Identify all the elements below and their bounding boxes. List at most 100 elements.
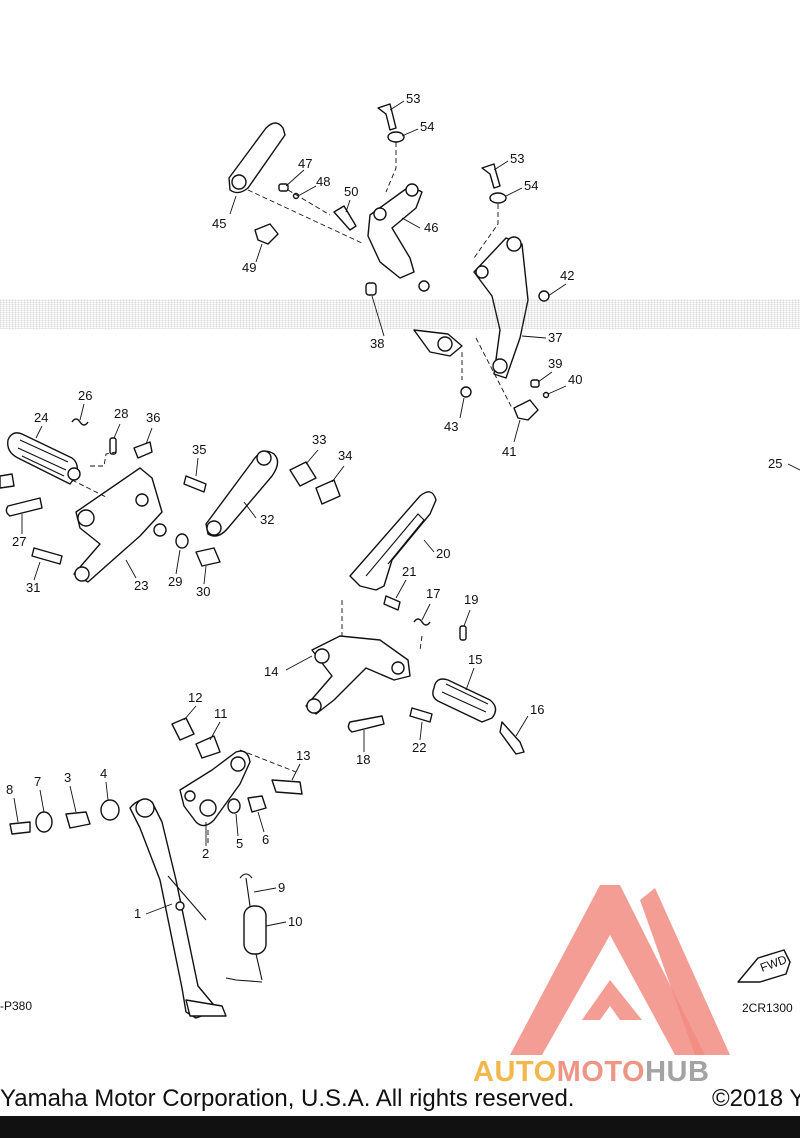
callout-48: 48 <box>316 174 330 189</box>
spring-26 <box>71 418 89 426</box>
bottom-bar <box>0 1116 800 1138</box>
nut-43 <box>460 386 472 398</box>
callout-20: 20 <box>436 546 450 561</box>
callout-54-a: 54 <box>420 119 434 134</box>
washer-4 <box>100 799 120 821</box>
callout-45: 45 <box>212 216 226 231</box>
fwd-arrow-icon <box>737 949 791 983</box>
collar-30 <box>195 547 221 567</box>
callout-37: 37 <box>548 330 562 345</box>
bolt-53-b <box>481 163 501 189</box>
bolt-53-a <box>377 103 397 131</box>
callout-42: 42 <box>560 268 574 283</box>
nut-6 <box>247 795 267 813</box>
nut-near-46 <box>418 280 430 292</box>
callout-32: 32 <box>260 512 274 527</box>
callout-30: 30 <box>196 584 210 599</box>
watermark-triangle-icon <box>510 885 705 1055</box>
bracket-37-hole-c <box>492 358 508 374</box>
callout-23: 23 <box>134 578 148 593</box>
callout-7: 7 <box>34 774 41 789</box>
callout-16: 16 <box>530 702 544 717</box>
bracket-14-hole-a <box>314 648 330 664</box>
watermark-text: AUTOMOTOHUB <box>473 1056 709 1089</box>
bolt-8 <box>9 821 31 835</box>
watermark-hub: HUB <box>645 1056 710 1088</box>
heel-plate-20 <box>349 491 437 591</box>
callout-15: 15 <box>468 652 482 667</box>
bracket-14 <box>305 635 411 715</box>
collar-33 <box>289 461 317 487</box>
bolt-22 <box>409 707 433 723</box>
callout-27: 27 <box>12 534 26 549</box>
bolt-31 <box>31 547 63 565</box>
callout-17: 17 <box>426 586 440 601</box>
collar-11 <box>195 735 221 759</box>
bracket-23-hole-b <box>135 493 149 507</box>
bracket-37-hole-b <box>475 265 489 279</box>
arm-32-hole-b <box>206 520 222 536</box>
bracket-46-hole-b <box>373 207 387 221</box>
watermark-moto: MOTO <box>556 1056 646 1088</box>
ball-40 <box>542 391 550 399</box>
footpeg-24 <box>7 432 79 485</box>
bracket-2-hole-b <box>199 799 217 817</box>
callout-46: 46 <box>424 220 438 235</box>
callout-38: 38 <box>370 336 384 351</box>
callout-10: 10 <box>288 914 302 929</box>
watermark-g-shape <box>582 980 642 1020</box>
bracket-23-hole-d <box>153 523 167 537</box>
callout-6: 6 <box>262 832 269 847</box>
bolt-35 <box>183 475 207 493</box>
pin-19 <box>459 625 467 641</box>
callout-35: 35 <box>192 442 206 457</box>
callout-2: 2 <box>202 846 209 861</box>
callout-12: 12 <box>188 690 202 705</box>
washer-54-b <box>489 192 507 204</box>
collar-3 <box>65 811 91 829</box>
upper-left-assembly <box>228 103 430 296</box>
scan-noise-band <box>0 299 800 329</box>
washer-5 <box>227 798 241 814</box>
clip-41 <box>513 399 539 421</box>
callout-29: 29 <box>168 574 182 589</box>
callout-53-b: 53 <box>510 151 524 166</box>
callout-36: 36 <box>146 410 160 425</box>
callouts: 53 54 47 48 50 45 46 49 53 54 42 37 38 3… <box>0 91 800 1015</box>
ball-39 <box>530 379 540 388</box>
callout-54-b: 54 <box>524 178 538 193</box>
callout-21: 21 <box>402 564 416 579</box>
copyright-year: ©2018 Y <box>712 1085 800 1112</box>
callout-39: 39 <box>548 356 562 371</box>
callout-53-a: 53 <box>406 91 420 106</box>
washer-29 <box>175 533 189 549</box>
washer-7 <box>35 811 53 833</box>
bracket-23-hole-a <box>77 509 95 527</box>
bracket-2 <box>179 750 251 827</box>
right-footrest-assembly <box>305 491 525 755</box>
callout-14: 14 <box>264 664 278 679</box>
callout-13: 13 <box>296 748 310 763</box>
callout-34: 34 <box>338 448 352 463</box>
rear-footpeg-pivot <box>231 174 247 190</box>
watermark-logo <box>510 885 730 1055</box>
spring-17 <box>413 618 431 626</box>
sidestand-hook <box>175 901 185 911</box>
washer-54-a <box>387 131 405 143</box>
callout-24: 24 <box>34 410 48 425</box>
callout-26: 26 <box>78 388 92 403</box>
nut-42 <box>538 290 550 302</box>
callout-33: 33 <box>312 432 326 447</box>
callout-22: 22 <box>412 740 426 755</box>
bracket-14-hole-b <box>306 698 322 714</box>
bolt-36 <box>133 441 153 459</box>
spring-9 <box>239 873 253 907</box>
footpeg-24-pivot <box>67 467 81 481</box>
callout-1: 1 <box>134 906 141 921</box>
callout-4: 4 <box>100 766 107 781</box>
bolt-21 <box>383 595 401 611</box>
ref-left: -P380 <box>0 999 32 1013</box>
rear-footpeg-45 <box>228 122 286 194</box>
ball-47 <box>278 183 289 192</box>
